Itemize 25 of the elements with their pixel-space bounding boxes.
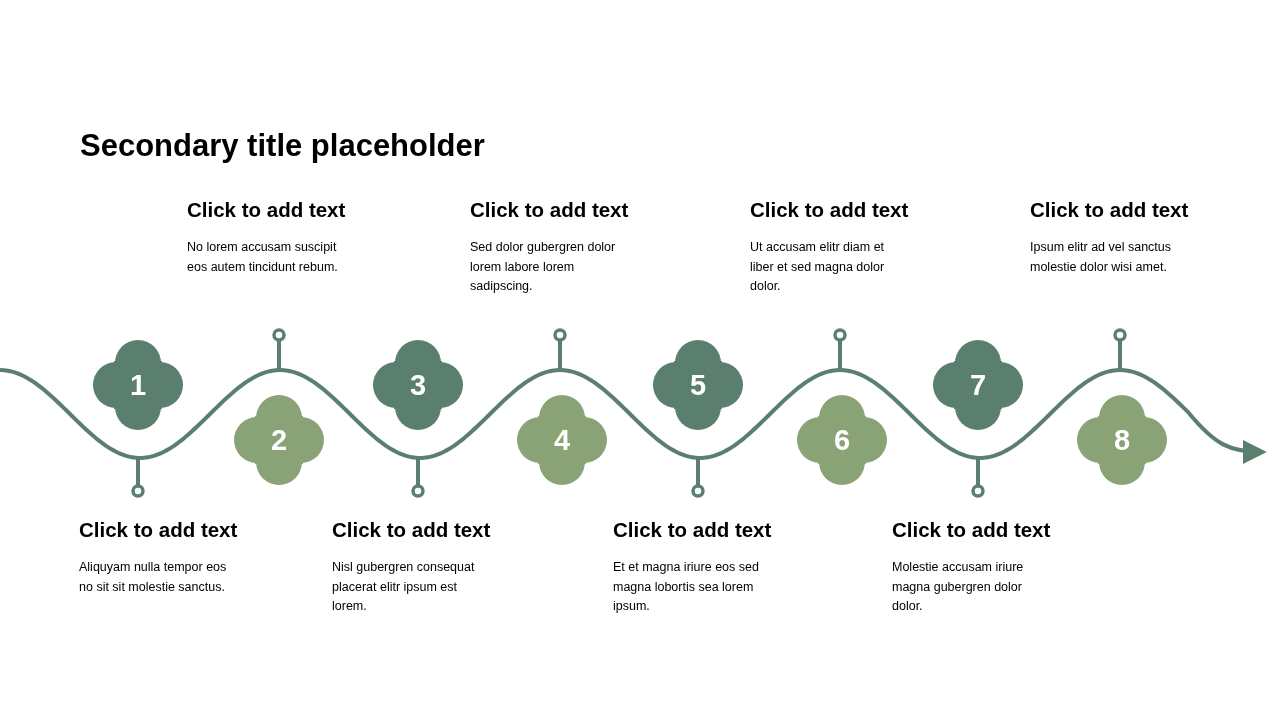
step-number: 6 (833, 425, 851, 455)
item-description: Ut accusam elitr diam et liber et sed magna dolor dolor. (750, 239, 886, 295)
item-description: Sed dolor gubergren dolor lorem labore lorem sadipscing. (470, 239, 617, 295)
step-number: 7 (969, 370, 987, 400)
step-number: 1 (129, 370, 147, 400)
step-number: 8 (1113, 425, 1131, 455)
step-number: 5 (689, 370, 707, 400)
item-heading: Click to add text (892, 518, 1051, 542)
item-heading: Click to add text (1030, 198, 1189, 222)
item-description: Nisl gubergren consequat placerat elitr ipsum est lorem. (332, 559, 476, 615)
step-number: 4 (553, 425, 571, 455)
item-heading: Click to add text (750, 198, 909, 222)
item-description: No lorem accusam suscipit eos autem tincidunt rebum. (187, 239, 339, 276)
item-heading: Click to add text (79, 518, 238, 542)
item-description: Et et magna iriure eos sed magna lobortis sea lorem ipsum. (613, 559, 760, 615)
item-heading: Click to add text (470, 198, 629, 222)
item-description: Molestie accusam iriure magna gubergren dolor dolor. (892, 559, 1025, 615)
item-heading: Click to add text (187, 198, 346, 222)
step-number: 2 (270, 425, 288, 455)
item-heading: Click to add text (613, 518, 772, 542)
title: Secondary title placeholder (80, 128, 485, 164)
item-description: Aliquyam nulla tempor eos no sit sit molestie sanctus. (79, 559, 228, 596)
step-number: 3 (409, 370, 427, 400)
item-heading: Click to add text (332, 518, 491, 542)
item-description: Ipsum elitr ad vel sanctus molestie dolor wisi amet. (1030, 239, 1173, 276)
